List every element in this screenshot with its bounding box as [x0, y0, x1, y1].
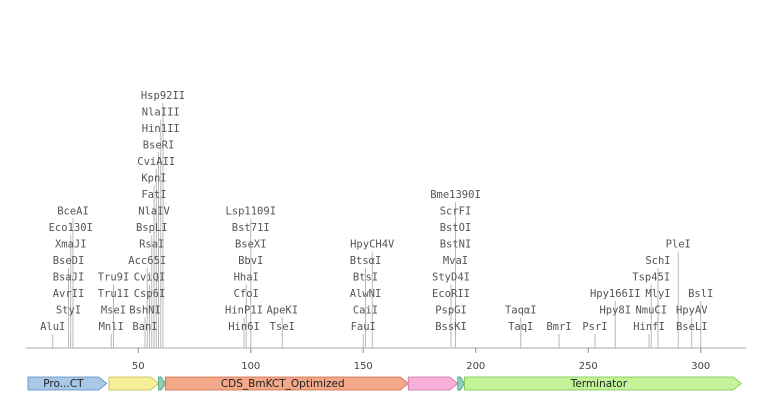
enzyme-label[interactable]: PleI [666, 239, 691, 251]
axis-tick-label: 100 [241, 361, 260, 372]
enzyme-label[interactable]: BmrI [546, 321, 571, 333]
enzyme-label[interactable]: ApeKI [266, 305, 298, 317]
enzyme-label[interactable]: Hin1II [142, 123, 180, 135]
enzyme-label[interactable]: HinfI [633, 321, 665, 333]
feature-label: Terminator [570, 378, 628, 390]
enzyme-label[interactable]: HpyAV [676, 305, 708, 317]
enzyme-label[interactable]: BspLI [136, 222, 168, 234]
enzyme-label[interactable]: XmaJI [55, 239, 87, 251]
enzyme-label[interactable]: BstOI [440, 222, 472, 234]
enzyme-label[interactable]: CaiI [353, 305, 378, 317]
feature-arrow[interactable] [407, 376, 459, 391]
enzyme-label[interactable]: ScrFI [440, 206, 472, 218]
enzyme-label[interactable]: Bme1390I [430, 189, 481, 201]
enzyme-label[interactable]: BbvI [238, 255, 263, 267]
feature-arrow[interactable] [457, 376, 465, 391]
enzyme-label[interactable]: BanI [132, 321, 157, 333]
enzyme-label[interactable]: BseDI [53, 255, 85, 267]
enzyme-label[interactable]: AvrII [53, 288, 85, 300]
enzyme-label[interactable]: HpyCH4V [350, 239, 395, 251]
enzyme-label[interactable]: Bst71I [232, 222, 270, 234]
enzyme-label[interactable]: Hpy8I [599, 305, 631, 317]
enzyme-label[interactable]: Hsp92II [141, 90, 185, 102]
enzyme-label[interactable]: Lsp1109I [225, 206, 276, 218]
enzyme-label[interactable]: AluI [40, 321, 65, 333]
enzyme-label[interactable]: BsaJI [53, 272, 85, 284]
enzyme-label[interactable]: Tru1I [98, 288, 130, 300]
axis-tick-label: 300 [691, 361, 710, 372]
feature-arrow[interactable] [27, 376, 108, 391]
enzyme-label[interactable]: NmuCI [635, 305, 667, 317]
enzyme-label[interactable]: BshNI [129, 305, 161, 317]
enzyme-label[interactable]: BtsI [353, 272, 378, 284]
enzyme-label[interactable]: FatI [141, 189, 166, 201]
enzyme-label[interactable]: EcoRII [432, 288, 470, 300]
enzyme-label[interactable]: TaqI [508, 321, 533, 333]
enzyme-label[interactable]: RsaI [139, 239, 164, 251]
enzyme-label[interactable]: Eco130I [49, 222, 93, 234]
enzyme-label[interactable]: CviAII [137, 156, 175, 168]
enzyme-label[interactable]: CfoI [234, 288, 259, 300]
feature-label: CDS_BmKCT_Optimized [221, 378, 345, 390]
enzyme-label[interactable]: PsrI [582, 321, 607, 333]
axis-tick-label: 150 [354, 361, 373, 372]
axis-tick-label: 50 [132, 361, 145, 372]
enzyme-label[interactable]: BseXI [235, 239, 267, 251]
enzyme-label[interactable]: Hpy166II [590, 288, 641, 300]
feature-label: Pro...CT [43, 378, 84, 390]
enzyme-label[interactable]: Tsp45I [632, 272, 670, 284]
enzyme-label[interactable]: BssKI [435, 321, 467, 333]
enzyme-label[interactable]: StyI [56, 305, 81, 317]
enzyme-label[interactable]: MvaI [443, 255, 468, 267]
enzyme-label[interactable]: MnlI [99, 321, 124, 333]
enzyme-label[interactable]: Acc65I [128, 255, 166, 267]
enzyme-label[interactable]: BstNI [440, 239, 472, 251]
enzyme-label[interactable]: AlwNI [350, 288, 382, 300]
enzyme-label[interactable]: NlaIV [138, 206, 170, 218]
feature-arrow[interactable] [164, 376, 409, 391]
feature-arrow[interactable] [158, 376, 166, 391]
enzyme-label[interactable]: TaqαI [505, 305, 537, 317]
enzyme-label[interactable]: BslI [688, 288, 713, 300]
enzyme-label[interactable]: HhaI [234, 272, 259, 284]
enzyme-label[interactable]: StyD4I [432, 272, 470, 284]
enzyme-label[interactable]: MlyI [645, 288, 670, 300]
enzyme-label[interactable]: PspGI [435, 305, 467, 317]
enzyme-label[interactable]: KpnI [141, 173, 166, 185]
axis-tick-label: 250 [579, 361, 598, 372]
enzyme-label[interactable]: BceAI [57, 206, 89, 218]
enzyme-label[interactable]: BseLI [676, 321, 708, 333]
enzyme-label[interactable]: MseI [101, 305, 126, 317]
enzyme-label[interactable]: NlaIII [142, 107, 180, 119]
enzyme-label[interactable]: HinP1I [225, 305, 263, 317]
enzyme-label[interactable]: CviQI [134, 272, 166, 284]
enzyme-label[interactable]: Hin6I [228, 321, 260, 333]
enzyme-label[interactable]: BseRI [143, 140, 175, 152]
feature-arrow[interactable] [464, 376, 742, 391]
enzyme-label[interactable]: FauI [351, 321, 376, 333]
axis-tick-label: 200 [466, 361, 485, 372]
enzyme-label[interactable]: BtsαI [350, 255, 382, 267]
enzyme-label[interactable]: Csp6I [134, 288, 166, 300]
enzyme-label[interactable]: SchI [645, 255, 670, 267]
enzyme-label[interactable]: TseI [270, 321, 295, 333]
enzyme-label[interactable]: Tru9I [98, 272, 130, 284]
feature-arrow[interactable] [108, 376, 160, 391]
